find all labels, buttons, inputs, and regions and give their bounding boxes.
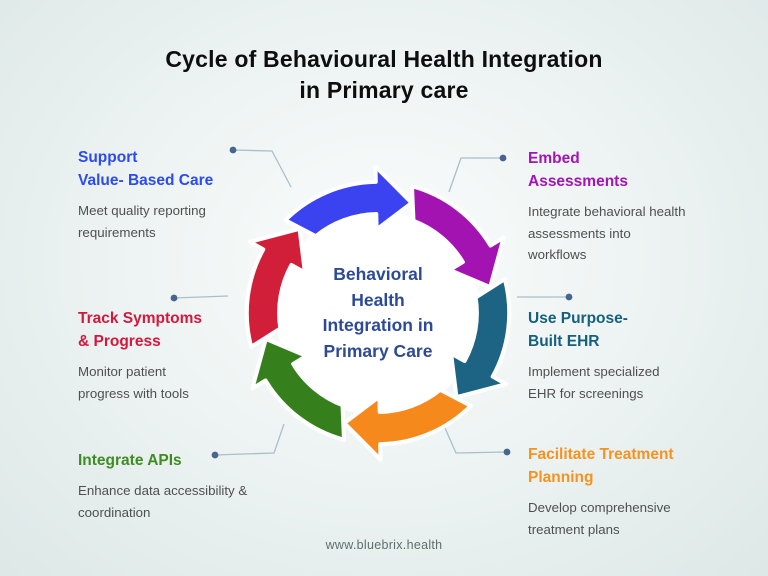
connector-line-track [173,295,229,299]
label-embed-assessments: Embed Assessments Integrate behavioral h… [528,147,690,266]
label-integrate-apis: Integrate APIs Enhance data accessibilit… [78,449,270,523]
label-support-title: Support Value- Based Care [78,149,214,189]
label-support-desc: Meet quality reporting requirements [78,203,206,240]
label-track-title: Track Symptoms & Progress [78,310,203,350]
label-embed-desc: Integrate behavioral health assessments … [528,204,686,262]
label-support-value-based-care: Support Value- Based Care Meet quality r… [78,146,243,243]
page-title: Cycle of Behavioural Health Integration … [0,44,768,106]
label-track-symptoms: Track Symptoms & Progress Monitor patien… [78,307,218,404]
label-ehr-desc: Implement specialized EHR for screenings [528,364,660,401]
label-embed-title: Embed Assessments [528,150,628,190]
cycle-center-circle [275,210,481,416]
label-facilitate-title: Facilitate Treatment Planning [528,446,674,486]
connector-dot-ehr [565,293,573,301]
label-facilitate-desc: Develop comprehensive treatment plans [528,500,671,537]
label-apis-title: Integrate APIs [78,452,182,469]
label-apis-desc: Enhance data accessibility & coordinatio… [78,483,248,520]
footer-url: www.bluebrix.health [325,538,443,552]
center-text-line: Health [351,289,405,310]
center-text-line: Primary Care [323,340,433,361]
label-ehr-title: Use Purpose- Built EHR [528,310,628,350]
connector-dot-track [170,294,178,302]
center-text-line: Behavioral [333,264,423,284]
center-text-line: Integration in [322,315,434,335]
connector-dot-embed [499,154,507,162]
label-purpose-built-ehr: Use Purpose- Built EHR Implement special… [528,307,678,404]
cycle-center-text: Behavioral Health Integration in Primary… [283,262,473,364]
page-title-line2: in Primary care [299,77,469,103]
label-track-desc: Monitor patient progress with tools [78,364,189,401]
cycle-diagram [228,163,528,463]
label-facilitate-treatment: Facilitate Treatment Planning Develop co… [528,443,693,540]
page-title-line1: Cycle of Behavioural Health Integration [165,46,603,72]
